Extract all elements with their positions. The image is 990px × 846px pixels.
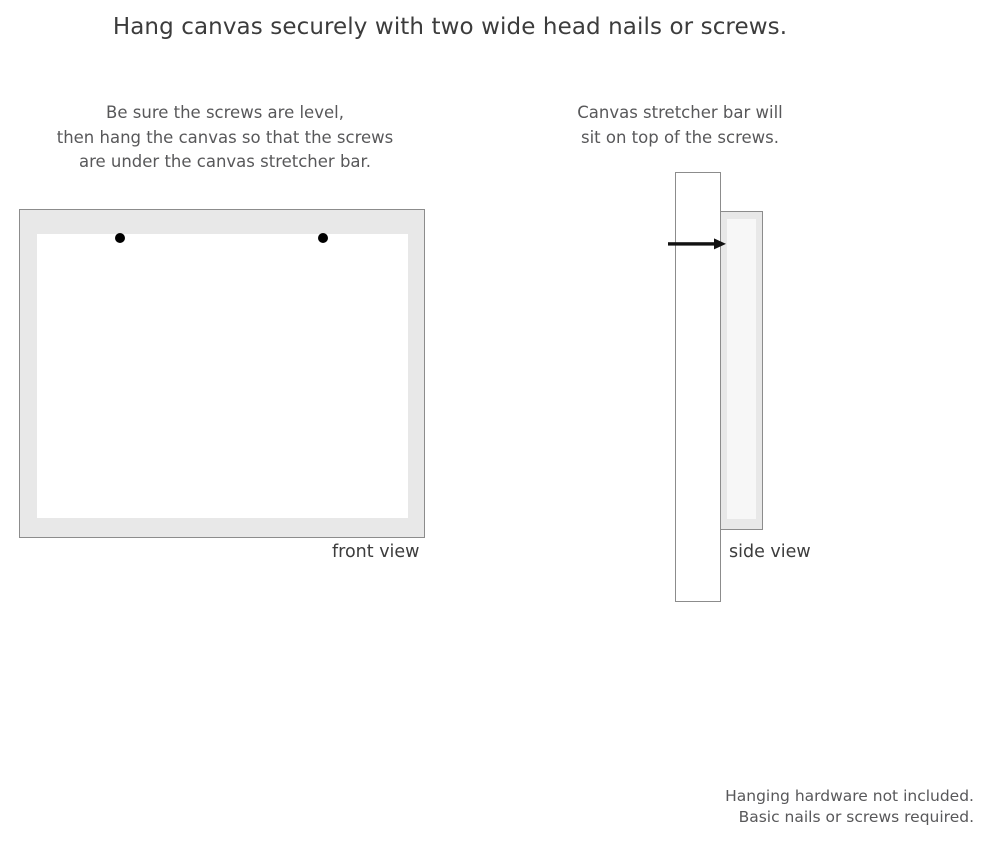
instruction-line: Be sure the screws are level, [106,103,344,122]
footer-note: Hanging hardware not included. Basic nai… [725,786,974,828]
stretcher-bar-inner-face [727,219,756,519]
front-view-label: front view [332,542,420,562]
instruction-line: then hang the canvas so that the screws [56,127,394,147]
front-view-instructions: Be sure the screws are level, then hang … [8,101,442,175]
instruction-line: Canvas stretcher bar will [577,103,783,122]
side-view-label: side view [729,542,811,562]
footer-line: Hanging hardware not included. [725,787,974,805]
screw-dot-left [115,233,125,243]
instruction-line: are under the canvas stretcher bar. [78,152,372,171]
footer-line: Basic nails or screws required. [738,808,974,826]
canvas-face [37,234,408,518]
side-view-diagram [668,172,785,604]
screw-dot-right [318,233,328,243]
page-title: Hang canvas securely with two wide head … [112,14,788,40]
front-view-diagram [19,209,425,538]
instruction-line: sit on top of the screws. [580,127,780,147]
nail-icon [668,238,726,250]
side-view-instructions: Canvas stretcher bar will sit on top of … [545,101,815,150]
